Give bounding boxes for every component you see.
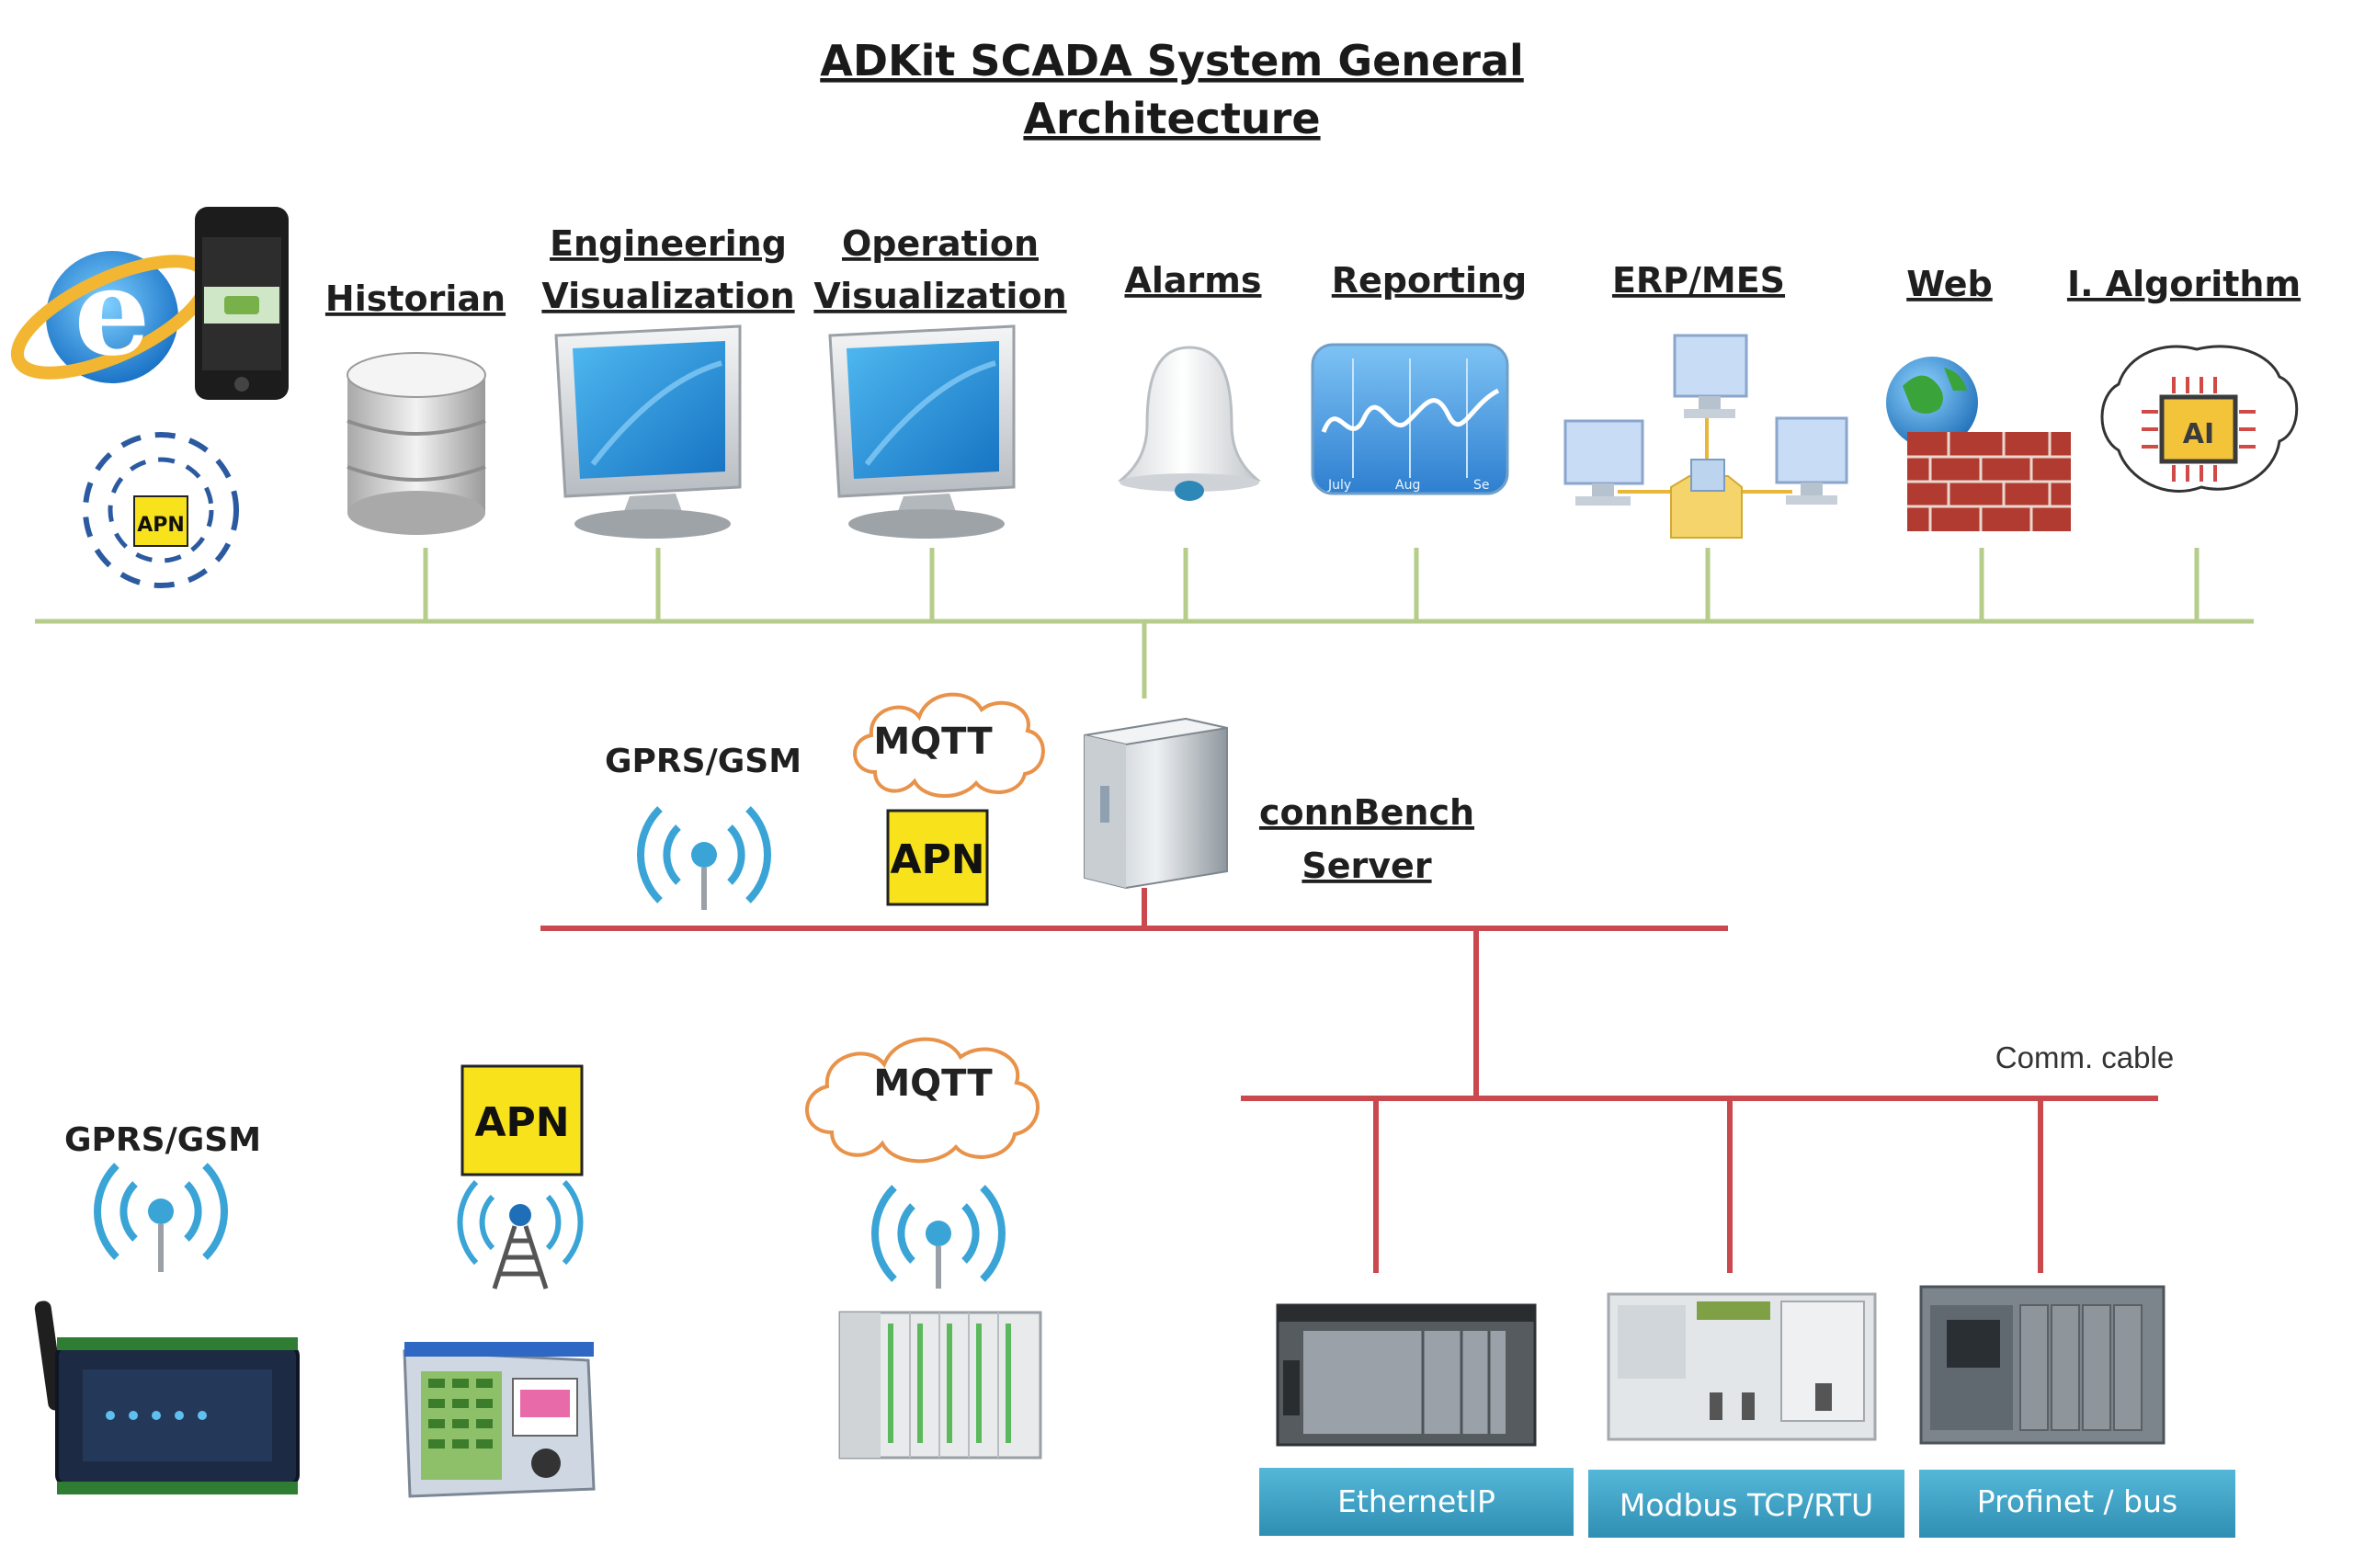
protocol-label-ethernetip: EthernetIP xyxy=(1337,1483,1495,1519)
io-module-icon xyxy=(838,1311,1042,1460)
monitor-icon xyxy=(828,324,1016,539)
chart-icon: July Aug Se xyxy=(1311,343,1509,495)
algorithm-label: I. Algorithm xyxy=(2067,264,2301,304)
firewall-globe-icon xyxy=(1886,357,2071,531)
operation-label-line2: Visualization xyxy=(813,276,1066,316)
ai-chip-label: AI xyxy=(2183,418,2214,450)
protocol-button-modbus[interactable]: Modbus TCP/RTU xyxy=(1588,1470,1904,1538)
protocol-button-profinet[interactable]: Profinet / bus xyxy=(1919,1470,2235,1538)
cloud-icon xyxy=(805,1037,1040,1164)
wireless-signal-icon xyxy=(636,806,772,910)
diagram-title-line2: Architecture xyxy=(1023,94,1320,143)
wireless-signal-icon xyxy=(870,1185,1006,1289)
wireless-signal-icon xyxy=(93,1163,229,1272)
gprs-gsm-label-middle: GPRS/GSM xyxy=(605,743,801,780)
historian-label: Historian xyxy=(325,278,506,319)
network-computers-icon xyxy=(1563,334,1848,539)
apn-label-middle: APN xyxy=(890,836,984,883)
controller-panel-icon xyxy=(403,1342,596,1498)
apn-network-icon: APN xyxy=(83,432,239,588)
connbench-label-line1: connBench xyxy=(1259,792,1474,833)
upper-network-bus xyxy=(35,548,2254,699)
erp-mes-label: ERP/MES xyxy=(1612,260,1785,301)
monitor-icon xyxy=(554,324,742,539)
server-icon xyxy=(1084,717,1228,890)
cloud-icon xyxy=(853,692,1045,798)
apn-small-label: APN xyxy=(137,514,185,537)
smartphone-icon xyxy=(195,207,289,400)
protocol-button-ethernetip[interactable]: EthernetIP xyxy=(1259,1468,1574,1536)
reporting-label: Reporting xyxy=(1332,260,1528,301)
database-icon xyxy=(347,352,486,535)
connbench-label-line2: Server xyxy=(1302,846,1431,886)
engineering-label-line1: Engineering xyxy=(550,223,787,264)
radio-tower-icon xyxy=(457,1179,584,1290)
ai-chip-icon: AI xyxy=(2100,345,2299,493)
mqtt-label-middle: MQTT xyxy=(873,721,993,763)
svg-text:Se: Se xyxy=(1473,478,1490,493)
apn-badge-middle: APN xyxy=(886,809,989,906)
web-label: Web xyxy=(1906,264,1993,304)
protocol-label-profinet: Profinet / bus xyxy=(1977,1483,2177,1519)
svg-text:Aug: Aug xyxy=(1395,478,1420,493)
apn-label-bottom: APN xyxy=(474,1099,569,1146)
engineering-label-line2: Visualization xyxy=(541,276,794,316)
plc-icon xyxy=(1276,1303,1537,1447)
rtu-device-icon xyxy=(34,1301,300,1494)
mqtt-label-bottom: MQTT xyxy=(873,1062,993,1105)
apn-badge-bottom: APN xyxy=(460,1064,584,1176)
plc-icon xyxy=(1919,1285,2165,1445)
protocol-label-modbus: Modbus TCP/RTU xyxy=(1620,1487,1873,1523)
internet-explorer-icon: e xyxy=(10,242,214,383)
diagram-title-line1: ADKit SCADA System General xyxy=(820,36,1524,85)
bell-icon xyxy=(1117,346,1262,501)
lower-network-bus xyxy=(540,888,2158,1273)
alarms-label: Alarms xyxy=(1124,260,1261,301)
svg-text:e: e xyxy=(74,242,151,382)
comm-cable-label: Comm. cable xyxy=(1995,1040,2174,1074)
operation-label-line1: Operation xyxy=(842,223,1039,264)
gprs-gsm-label-bottom: GPRS/GSM xyxy=(64,1121,261,1159)
plc-icon xyxy=(1607,1292,1877,1441)
svg-text:July: July xyxy=(1327,478,1351,493)
